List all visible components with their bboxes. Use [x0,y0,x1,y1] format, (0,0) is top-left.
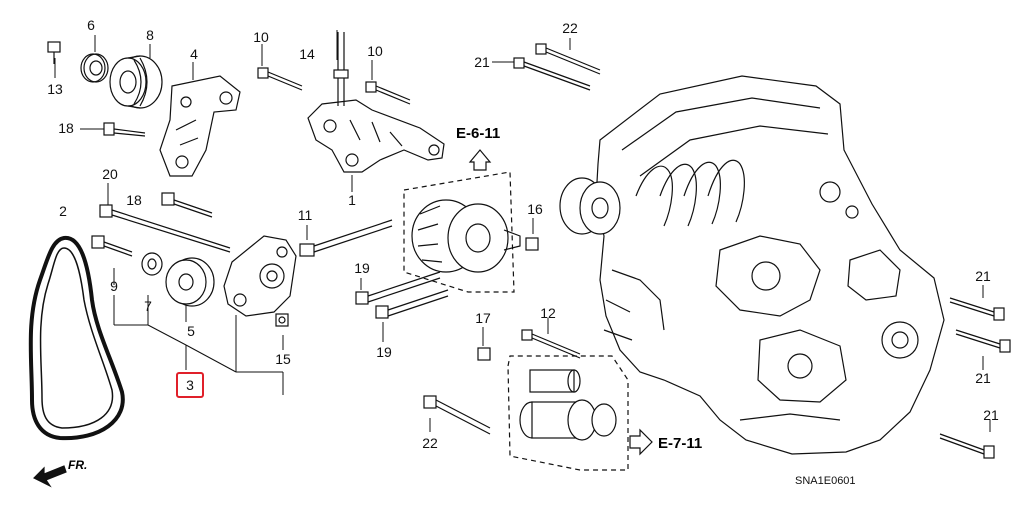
callout-10-right: 10 [367,43,383,59]
engine-block [595,75,945,455]
bolt-9 [91,235,133,257]
front-direction-label: FR. [68,458,88,472]
bolt-21-right-1 [949,297,1005,321]
callout-17: 17 [475,310,491,326]
ref-e-6-11[interactable]: E-6-11 [456,125,501,142]
engine-alternator [559,177,621,235]
callout-13: 13 [47,81,63,97]
callout-21-right-3: 21 [983,407,999,423]
bolt-21-right-2 [955,329,1011,353]
stud-14 [333,32,349,106]
callout-7: 7 [144,298,152,314]
callout-9: 9 [110,278,118,294]
bolt-19-upper [355,271,441,305]
callout-21-top: 21 [474,54,490,70]
callout-10-left: 10 [253,29,269,45]
callout-2: 2 [59,203,67,219]
callout-1: 1 [348,192,356,208]
alternator-box [403,171,515,293]
bolt-22-top [535,43,601,75]
callout-21-right-2: 21 [975,370,991,386]
pulley-6 [80,53,109,83]
pulley-8 [109,55,163,109]
bolt-13 [47,41,61,64]
callout-19-lower: 19 [376,344,392,360]
highlighted-part-callout[interactable]: 3 [176,372,204,398]
arrow-e611 [468,149,492,171]
callout-19-upper: 19 [354,260,370,276]
alternator [411,199,521,273]
bolt-18-mid [161,192,213,218]
bolt-12 [521,329,581,359]
bolt-19-lower [375,289,449,319]
callout-15: 15 [275,351,291,367]
nut-17 [477,347,491,361]
washer-7 [141,252,163,276]
bolt-20 [99,204,231,253]
starter [519,369,617,441]
belt-2 [28,235,125,441]
callout-20: 20 [102,166,118,182]
front-arrow [32,465,67,488]
callout-18-mid: 18 [126,192,142,208]
bolt-10-right [365,81,411,105]
callout-4: 4 [190,46,198,62]
callout-22-lower: 22 [422,435,438,451]
callout-22-top: 22 [562,20,578,36]
callout-5: 5 [187,323,195,339]
leader-lines [54,30,991,432]
bracket-4 [159,75,241,177]
callout-8: 8 [146,27,154,43]
arrow-e711 [629,428,653,456]
bolt-21-right-3 [939,433,995,459]
callout-11: 11 [297,207,313,223]
callout-12: 12 [540,305,556,321]
ref-e-7-11[interactable]: E-7-11 [658,435,703,452]
bolt-21-top [513,57,591,91]
bolt-18-top [103,122,146,137]
callout-16: 16 [527,201,543,217]
nut-16 [525,237,539,251]
bolt-11 [299,219,393,257]
nut-15 [275,313,289,327]
callout-3: 3 [186,377,194,393]
drawing-code: SNA1E0601 [795,475,856,487]
bolt-10-left [257,67,303,91]
bolt-22-lower [423,395,491,435]
pulley-5 [165,257,215,307]
callout-21-right-1: 21 [975,268,991,284]
bracket-1 [307,99,445,173]
tensioner-bracket [223,235,297,317]
callout-6: 6 [87,17,95,33]
starter-box [507,355,629,471]
callout-18-top: 18 [58,120,74,136]
callout-14: 14 [299,46,315,62]
